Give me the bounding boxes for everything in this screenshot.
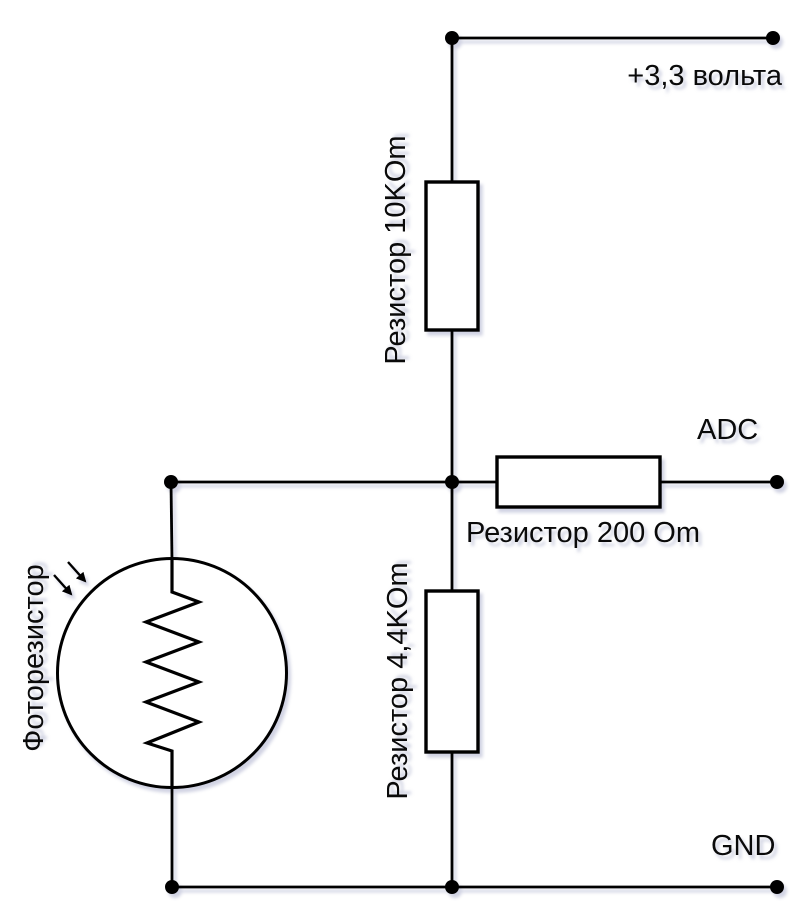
photoresistor-zigzag	[141, 559, 204, 788]
terminal-dot-supply	[766, 31, 780, 45]
resistor-10k-body	[424, 180, 480, 332]
resistor-4k4-label: Резистор 4,4KOm	[381, 562, 414, 800]
junction-dot	[445, 31, 459, 45]
junction-dot	[164, 475, 178, 489]
terminal-dot-gnd	[770, 880, 784, 894]
resistor-4k4-body	[424, 589, 480, 754]
junction-dot	[445, 475, 459, 489]
supply-label: +3,3 вольта	[627, 60, 782, 92]
junction-dot	[445, 880, 459, 894]
junction-dot	[165, 880, 179, 894]
resistor-200-label: Резистор 200 Om	[466, 517, 700, 549]
gnd-label: GND	[711, 830, 776, 862]
terminal-dot-adc	[770, 475, 784, 489]
junction-dots	[164, 31, 784, 894]
photoresistor-label: Фоторезистор	[17, 564, 50, 752]
resistor-200-body	[495, 455, 662, 509]
adc-label: ADC	[697, 414, 759, 446]
wire-node-to-ldr-top	[169, 481, 174, 561]
light-arrows-icon	[53, 561, 87, 596]
resistor-10k-label: Резистор 10KOm	[379, 135, 412, 365]
